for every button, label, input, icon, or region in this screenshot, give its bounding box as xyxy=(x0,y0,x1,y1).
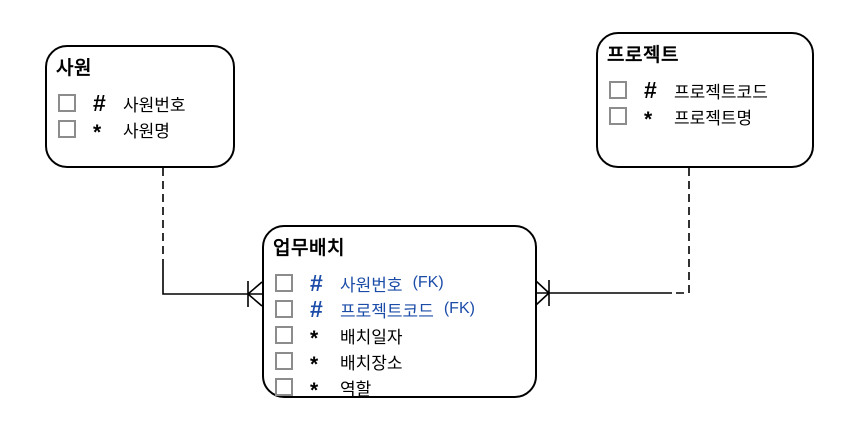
mandatory-star-icon: * xyxy=(310,378,319,402)
attribute-row: * 사원명 xyxy=(47,116,233,144)
attribute-checkbox[interactable] xyxy=(275,352,293,370)
entity-assignment[interactable]: 업무배치 # 사원번호 (FK) # 프로젝트코드 (FK) * 배치일자 xyxy=(262,225,537,402)
attribute-label: 배치장소 xyxy=(340,353,403,373)
attribute-checkbox[interactable] xyxy=(609,107,627,125)
entity-employee[interactable]: 사원 # 사원번호 * 사원명 xyxy=(45,45,235,168)
entity-title: 프로젝트 xyxy=(607,45,679,66)
primary-key-hash-icon: # xyxy=(310,295,323,322)
fk-badge: (FK) xyxy=(412,274,444,291)
mandatory-star-icon: * xyxy=(93,120,102,144)
crow-foot-icon xyxy=(247,281,263,307)
relationship-employee-assignment xyxy=(162,168,263,307)
attribute-label: 배치일자 xyxy=(340,327,403,347)
attribute-label: 프로젝트명 xyxy=(674,108,753,128)
attribute-row: # 사원번호 xyxy=(47,90,233,116)
attribute-row: # 프로젝트코드 xyxy=(598,77,812,103)
relationship-solid-segment xyxy=(162,266,248,295)
attribute-label: 역할 xyxy=(340,379,372,399)
attribute-checkbox[interactable] xyxy=(58,120,76,138)
primary-key-hash-icon: # xyxy=(93,89,106,116)
attribute-checkbox[interactable] xyxy=(275,300,293,318)
attribute-checkbox[interactable] xyxy=(275,274,293,292)
fk-badge: (FK) xyxy=(443,300,475,317)
attribute-label: 사원명 xyxy=(123,121,170,141)
crow-foot-icon xyxy=(535,280,550,306)
attribute-list: # 사원번호 * 사원명 xyxy=(47,90,233,144)
primary-key-hash-icon: # xyxy=(644,76,657,103)
mandatory-star-icon: * xyxy=(310,352,319,376)
mandatory-star-icon: * xyxy=(644,107,653,131)
attribute-row-fk: # 프로젝트코드 (FK) xyxy=(264,296,535,322)
attribute-label: 사원번호 xyxy=(340,275,403,295)
mandatory-star-icon: * xyxy=(310,326,319,350)
attribute-list: # 사원번호 (FK) # 프로젝트코드 (FK) * 배치일자 * 배치장소 xyxy=(264,270,535,402)
attribute-row-fk: # 사원번호 (FK) xyxy=(264,270,535,296)
attribute-label: 프로젝트코드 xyxy=(674,82,768,102)
attribute-row: * 배치장소 xyxy=(264,348,535,376)
attribute-checkbox[interactable] xyxy=(58,94,76,112)
relationship-project-assignment xyxy=(535,168,690,306)
attribute-row: * 역할 xyxy=(264,374,535,402)
attribute-checkbox[interactable] xyxy=(609,81,627,99)
attribute-checkbox[interactable] xyxy=(275,378,293,396)
attribute-checkbox[interactable] xyxy=(275,326,293,344)
primary-key-hash-icon: # xyxy=(310,269,323,296)
entity-title: 업무배치 xyxy=(273,238,345,259)
attribute-label: 사원번호 xyxy=(123,95,186,115)
entity-project[interactable]: 프로젝트 # 프로젝트코드 * 프로젝트명 xyxy=(596,32,814,168)
attribute-list: # 프로젝트코드 * 프로젝트명 xyxy=(598,77,812,131)
attribute-row: * 프로젝트명 xyxy=(598,103,812,131)
relationship-dashed-segment xyxy=(672,168,690,294)
attribute-row: * 배치일자 xyxy=(264,322,535,350)
entity-title: 사원 xyxy=(56,58,92,79)
attribute-label: 프로젝트코드 xyxy=(340,301,434,321)
